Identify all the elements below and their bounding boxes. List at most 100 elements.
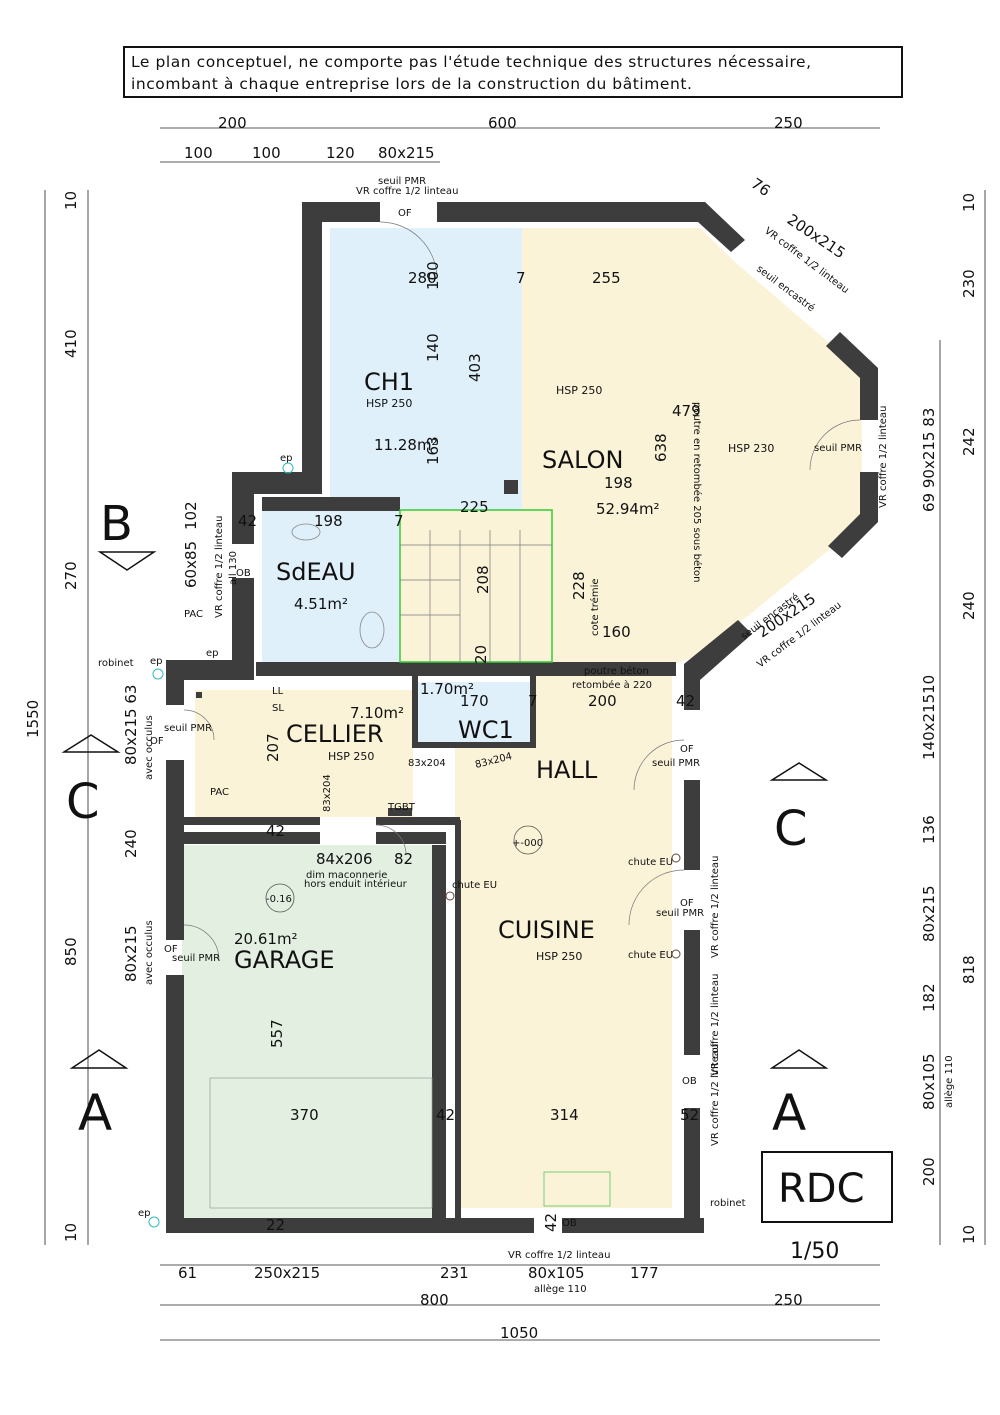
dim-text: 270 [62,561,80,590]
dim-text: 818 [960,955,978,984]
label-ep-4: ep [138,1208,151,1219]
label-dim-maconnerie: dim maconnerie [306,870,387,881]
label-of-cellier: OF [150,736,164,747]
label-poutre-retombee: poutre en retombée 205 sous béton [691,402,703,582]
room-hsp2-salon: HSP 230 [728,442,774,455]
wall [376,817,460,825]
dim-text: 370 [290,1106,319,1124]
door-arc [809,419,861,471]
dim-text: 140x21510 [920,675,938,760]
dim-text: 170 [460,692,489,710]
wall [184,832,320,844]
dim-text: 207 [264,733,282,762]
column [504,480,518,494]
door-swings [183,221,861,961]
dim-text: 850 [62,937,80,966]
room-area-garage: 20.61m² [234,930,298,948]
dim-text: 198 [314,512,343,530]
label-seuil-pmr-cellier: seuil PMR [164,723,212,734]
wall [166,760,184,940]
level-marker [265,883,295,913]
drain-marker [152,668,164,680]
dim-text: 84x206 [316,850,373,868]
right-dimensions: 10 230 242 240 140x21510 136 80x215 818 … [920,193,978,1244]
wall [432,845,446,1220]
label-vr-salon-c: VR coffre 1/2 linteau [878,406,889,508]
dim-text: 83x204 [322,774,333,812]
label-pac-1: PAC [184,609,203,620]
wall [412,742,536,748]
label-vr-top: VR coffre 1/2 linteau [356,186,458,197]
annotations: VR coffre 1/2 linteau seuil encastré VR … [98,226,889,1229]
label-retombee: retombée à 220 [572,679,652,691]
dim-text: 100 [252,144,281,162]
wall [262,497,400,511]
wall [166,660,184,705]
label-level-garage: -0.16 [266,894,292,905]
room-area-wc: 1.70m² [420,680,474,698]
garage-car-outline [209,1077,433,1209]
dim-text: 76 [748,174,774,200]
dim-text: 200 [920,1157,938,1186]
room-name-wc: WC1 [458,716,514,744]
top-dimensions: 200 600 250 100 100 120 80x215 [184,114,803,162]
dim-text: 177 [630,1264,659,1282]
section-arrow-a-right [769,1049,829,1069]
label-of-hall: OF [680,744,694,755]
wall [530,676,536,746]
dim-text: 102 [182,501,200,530]
room-hsp-salon: HSP 250 [556,384,602,397]
wall [828,472,878,558]
disclaimer-box: Le plan conceptuel, ne comporte pas l'ét… [123,46,903,98]
dim-text: 225 [460,498,489,516]
section-label-b: B [100,496,133,552]
door-arc [628,869,685,926]
label-of-top: OF [398,208,412,219]
label-ob-bottom: OB [562,1218,577,1229]
label-ep-3: ep [150,656,163,667]
label-vr-left: VR coffre 1/2 linteau [214,516,225,618]
dim-text: 120 [326,144,355,162]
label-of-garage: OF [164,944,178,955]
dim-text: 10 [960,193,978,212]
dim-text: 80x105 [528,1264,585,1282]
door-arc [633,739,685,791]
dim-text: 163 [424,436,442,465]
dim-text: 80x215 [122,925,140,982]
fill-hall-cuisine [455,690,672,1208]
wall [412,676,418,746]
room-name-sdeau: SdEAU [276,558,356,586]
dim-text: 52 [680,1106,699,1124]
label-pac-2: PAC [210,787,229,798]
walls [166,202,878,1233]
dim-text: 240 [122,829,140,858]
label-vr-cuisine-1: VR coffre 1/2 linteau [710,856,721,958]
section-label-a-right: A [772,1084,806,1142]
wall [166,660,254,680]
room-hsp-cuisine: HSP 250 [536,950,582,963]
dim-text: 1550 [24,700,42,738]
dim-text: 80x215 63 [122,685,140,765]
dim-text: 42 [676,692,695,710]
dim-text: 20 [472,645,490,664]
wall [455,820,461,1220]
dim-text: 250 [774,1291,803,1309]
label-allege-right: allège 110 [943,1055,955,1108]
label-ep-2: ep [206,648,219,659]
dim-text: 1050 [500,1324,538,1342]
room-name-cellier: CELLIER [286,720,384,748]
label-all130: all 130 [228,551,239,585]
label-occulus-1: avec occulus [144,715,155,780]
room-name-cuisine: CUISINE [498,916,595,944]
section-arrow-a-left [69,1049,129,1069]
label-chute-2: chute EU [452,880,497,891]
room-hsp-ch1: HSP 250 [366,397,412,410]
label-chute-3: chute EU [628,950,673,961]
label-seuil-pmr-hall: seuil PMR [652,758,700,769]
section-label-c-right: C [774,801,808,857]
dim-text: 242 [960,427,978,456]
dim-text: 42 [542,1213,560,1232]
door-arc [183,709,215,741]
column [196,692,202,698]
